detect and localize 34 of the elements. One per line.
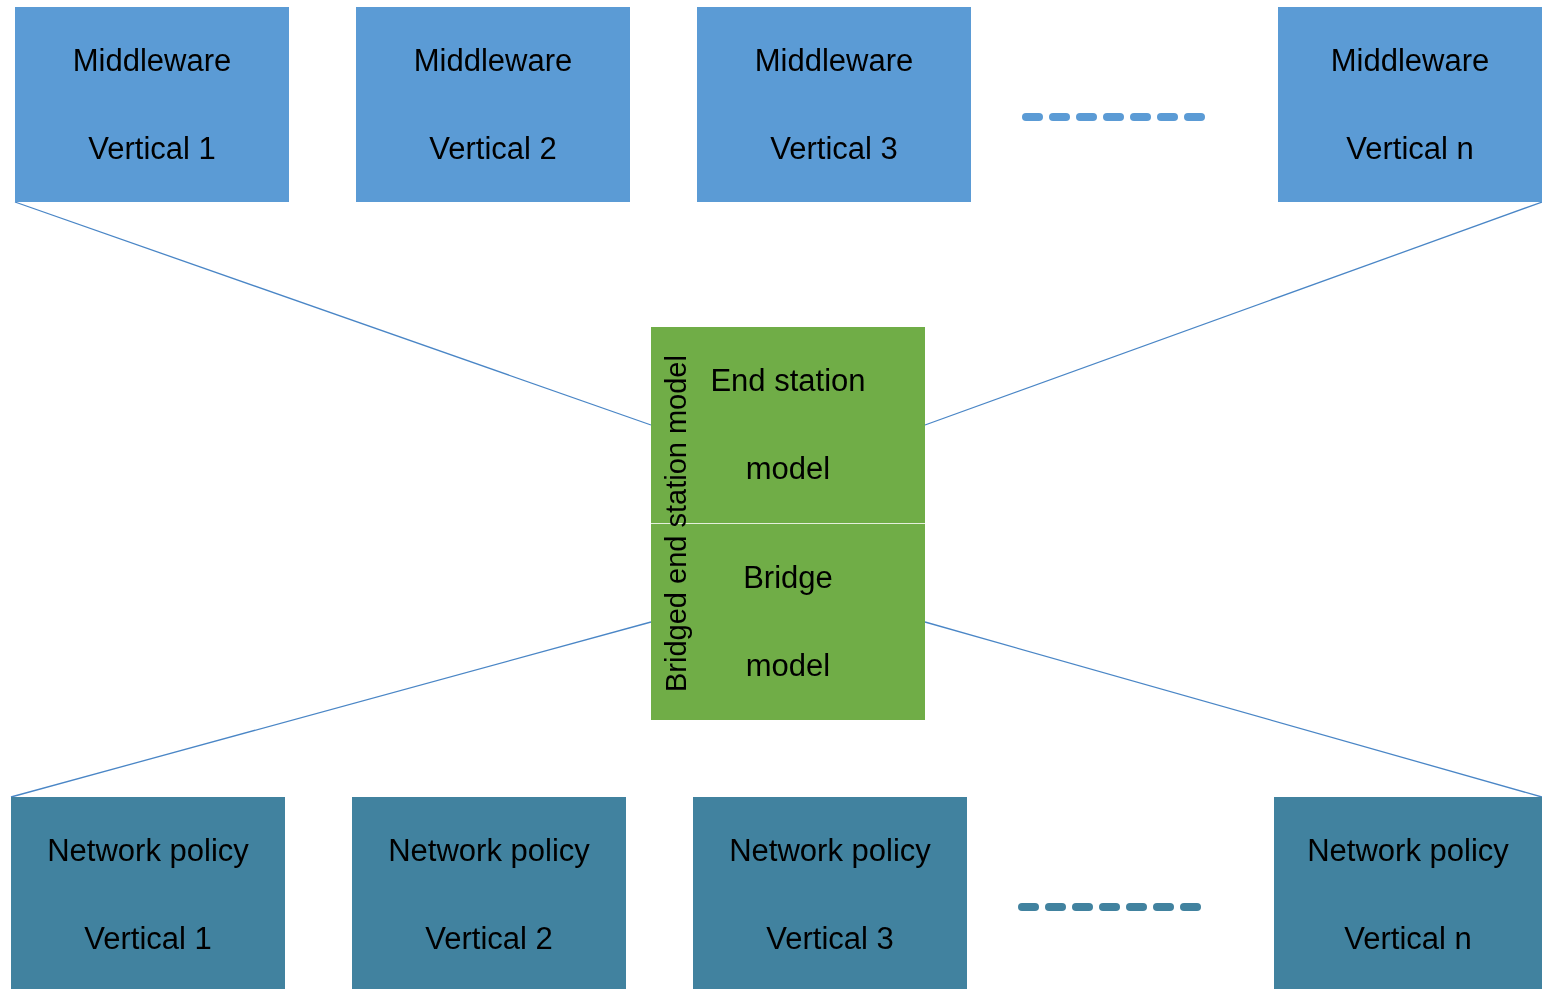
box-label: Network policy (388, 832, 590, 870)
connector-line (924, 621, 1542, 798)
connector-line (10, 621, 652, 798)
box-label: Vertical 3 (770, 130, 898, 168)
network-policy-box (352, 797, 626, 989)
box-label: Vertical 3 (766, 920, 894, 958)
box-label: model (745, 450, 831, 488)
network-policy-box (693, 797, 967, 989)
box-label: Vertical n (1346, 130, 1474, 168)
middleware-box (1278, 7, 1542, 202)
middleware-box (356, 7, 630, 202)
middleware-box (15, 7, 289, 202)
network-policy-box (11, 797, 285, 989)
box-label: Network policy (729, 832, 931, 870)
vertical-label: Bridged end station model (659, 354, 693, 694)
box-label: End station (710, 362, 866, 400)
connector-line (14, 201, 652, 426)
connector-line (924, 201, 1542, 426)
box-label: model (745, 647, 831, 685)
middleware-box (697, 7, 971, 202)
box-label: Vertical n (1344, 920, 1472, 958)
box-label: Middleware (72, 42, 232, 80)
box-label: Network policy (47, 832, 249, 870)
box-label: Network policy (1307, 832, 1509, 870)
box-label: Bridge (743, 559, 833, 597)
box-label: Vertical 1 (84, 920, 212, 958)
box-label: Vertical 2 (429, 130, 557, 168)
box-label: Middleware (754, 42, 914, 80)
box-label: Middleware (1330, 42, 1490, 80)
box-label: Vertical 1 (88, 130, 216, 168)
box-label: Middleware (413, 42, 573, 80)
box-label: Vertical 2 (425, 920, 553, 958)
model-block (651, 327, 925, 720)
network-policy-box (1274, 797, 1542, 989)
